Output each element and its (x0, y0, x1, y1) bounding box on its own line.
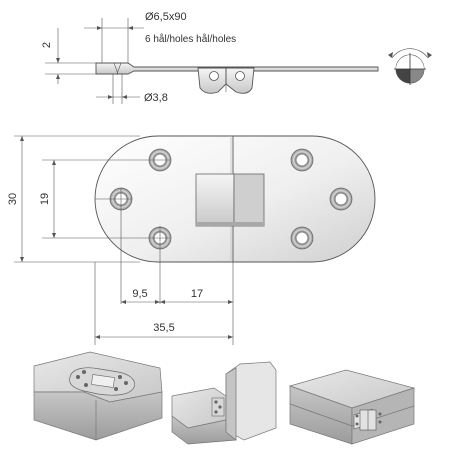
side-view: 2 Ø6,5x90 6 hål/holes hål/holes Ø3,8 (41, 11, 379, 104)
dim-hole-diameter: Ø3,8 (144, 92, 168, 104)
screw-hole (329, 187, 353, 211)
dim-thickness: 2 (41, 42, 53, 48)
dim-length-total: 35,5 (153, 322, 174, 334)
screw-hole (290, 148, 314, 172)
dim-height-holes: 19 (39, 193, 51, 205)
dim-offset-a: 9,5 (132, 288, 147, 300)
screw-hole (290, 226, 314, 250)
hinge-knuckle-side (197, 67, 255, 94)
screw-holes (109, 148, 353, 250)
dim-offset-b: 17 (191, 288, 203, 300)
hinge-knuckle-front (195, 173, 265, 227)
dim-height-total: 30 (7, 193, 19, 205)
dim-countersink: Ø6,5x90 (145, 11, 187, 23)
rotation-indicator-icon (388, 48, 432, 85)
install-view-folded (171, 361, 277, 445)
install-view-flat (33, 351, 163, 441)
holes-note: 6 hål/holes hål/holes (145, 33, 236, 45)
front-view: 30 19 9,5 17 35,5 (7, 135, 376, 345)
install-view-closed (288, 369, 416, 445)
